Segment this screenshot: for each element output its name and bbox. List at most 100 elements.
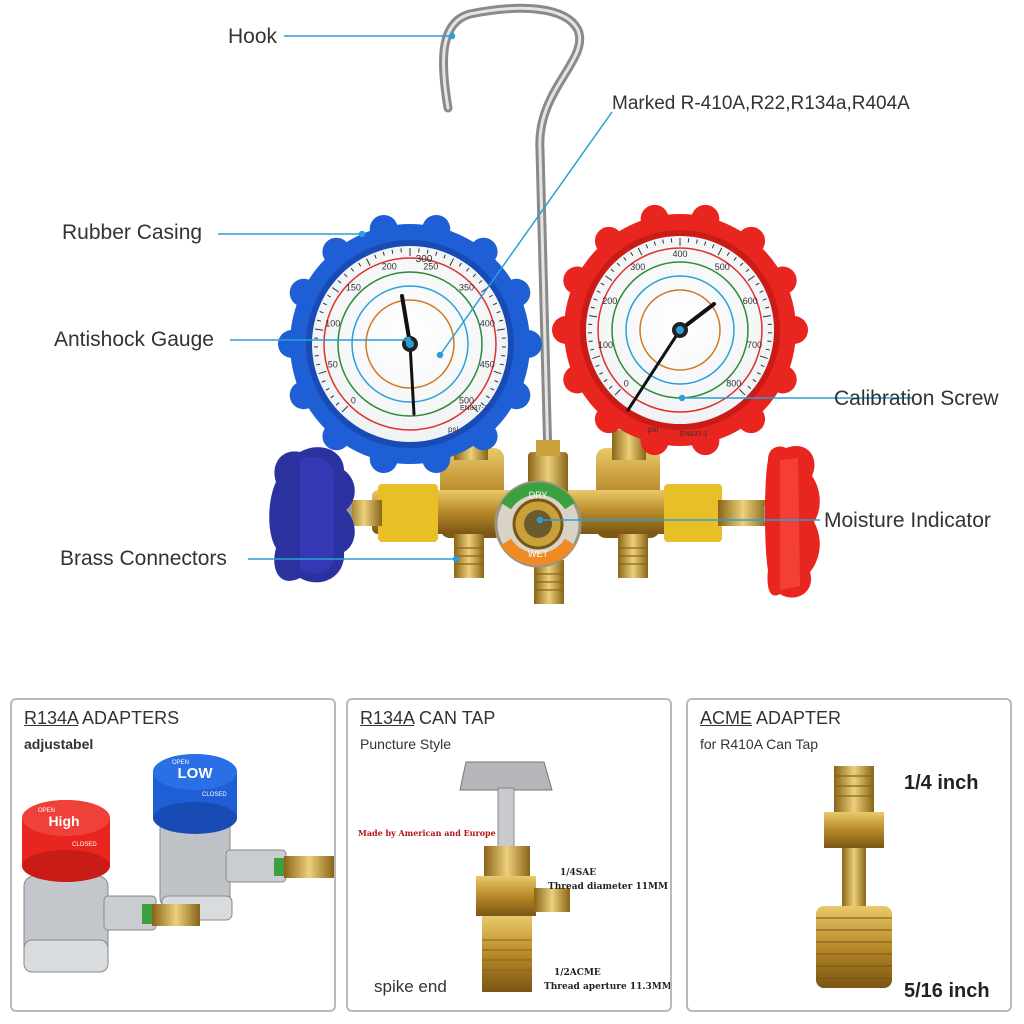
dial-tick	[760, 364, 765, 367]
dial-tick	[592, 355, 601, 359]
dial-tick	[488, 294, 493, 298]
dial-number: 0	[351, 396, 356, 406]
high-coupler-closed: CLOSED	[72, 842, 97, 848]
casing-bump	[691, 427, 720, 456]
dial-tick	[501, 355, 506, 357]
dial-tick	[762, 315, 771, 318]
dial-tick	[471, 405, 479, 413]
dial-tick	[322, 302, 327, 306]
dial-number: 500	[459, 396, 474, 406]
dial-tick	[465, 267, 470, 272]
casing-bump	[322, 422, 351, 451]
dial-tick	[472, 273, 477, 278]
callout-hook: Hook	[228, 25, 278, 48]
dial-tick	[610, 268, 615, 273]
dial-tick	[745, 268, 750, 273]
casing-bump	[737, 405, 766, 434]
dial-tick	[496, 328, 505, 331]
casing-bump	[768, 266, 797, 295]
low-coupler-closed: CLOSED	[202, 792, 227, 798]
acme-adapter-illustration	[816, 766, 892, 988]
dial-tick	[704, 241, 707, 246]
casing-bump	[502, 381, 531, 410]
dial-tick	[443, 254, 446, 259]
can-tap-made-by: Made by American and Europe	[358, 828, 496, 838]
dial-tick	[365, 258, 371, 266]
low-coupler-label: LOW	[178, 765, 214, 782]
can-tap-illustration	[459, 761, 570, 992]
dial-tick	[637, 247, 643, 256]
dial-tick	[630, 252, 634, 256]
dial-tick	[662, 239, 665, 244]
dial-tick	[756, 371, 761, 375]
casing-bump	[369, 214, 398, 243]
dial-tick	[374, 254, 377, 259]
dial-tick	[493, 370, 502, 375]
dial-number: 0	[624, 379, 629, 389]
dial-number: 600	[743, 296, 758, 306]
panel-can-tap-title: R134A CAN TAP	[360, 708, 496, 728]
dial-tick	[498, 319, 504, 322]
dial-tick	[321, 380, 326, 383]
dial-tick	[595, 364, 600, 367]
high-gauge-unit: psi	[648, 425, 658, 434]
dial-tick	[391, 249, 394, 254]
casing-bump	[422, 445, 451, 474]
callout-marked-refrigerants: Marked R-410A,R22,R134a,R404A	[612, 93, 910, 114]
dial-number: 200	[382, 262, 397, 272]
low-gauge-model: EN837-1	[460, 405, 488, 412]
panel-adapters-subtitle: adjustabel	[24, 736, 94, 752]
casing-bump	[563, 266, 592, 295]
dial-tick	[603, 379, 608, 383]
adapters-illustration: LOW OPEN CLOSED High OPEN CLOSED	[22, 754, 334, 973]
casing-bump	[563, 365, 592, 394]
moisture-indicator: DRY WET	[494, 480, 582, 568]
dial-tick	[478, 280, 483, 284]
dial-tick	[435, 251, 438, 256]
dial-tick	[494, 380, 499, 383]
callout-rubber-casing: Rubber Casing	[62, 221, 203, 244]
casing-bump	[369, 445, 398, 474]
can-tap-sae-size: 1/4SAE	[560, 868, 597, 878]
can-tap-acme-aperture: Thread aperture 11.3MM	[544, 982, 672, 992]
casing-bump	[514, 330, 542, 358]
dial-number: 50	[328, 360, 338, 370]
casing-bump	[691, 204, 720, 233]
dial-number: 800	[726, 379, 741, 389]
dial-number: 250	[423, 262, 438, 272]
dial-tick	[616, 262, 621, 267]
can-tap-acme-size: 1/2ACME	[554, 968, 601, 978]
dial-tick	[341, 405, 349, 413]
dial-tick	[717, 247, 723, 256]
callout-brass-connectors: Brass Connectors	[60, 547, 227, 570]
casing-bump	[322, 237, 351, 266]
dial-tick	[733, 256, 737, 261]
dial-tick	[480, 402, 485, 406]
casing-bump	[422, 214, 451, 243]
dial-tick	[493, 302, 498, 306]
dial-tick	[343, 273, 348, 278]
panel-acme-adapter: ACME ADAPTER for R410A Can Tap 1/4 inch …	[686, 698, 1012, 1012]
dial-tick	[318, 370, 327, 375]
dial-tick	[614, 389, 621, 396]
casing-bump	[737, 226, 766, 255]
dial-tick	[653, 241, 656, 246]
panel-adapters-title: R134A ADAPTERS	[24, 708, 180, 728]
dial-tick	[590, 348, 595, 351]
panel-acme-subtitle: for R410A Can Tap	[700, 736, 819, 752]
dial-tick	[765, 306, 770, 309]
dial-tick	[325, 387, 330, 391]
dial-tick	[599, 371, 604, 375]
dial-number: 700	[747, 340, 762, 350]
dial-tick	[759, 355, 768, 359]
panel-r134a-adapters: R134A ADAPTERS adjustabel LOW OPEN CLOSE…	[10, 698, 336, 1012]
dial-tick	[645, 244, 649, 249]
acme-size-top: 1/4 inch	[904, 772, 979, 794]
dial-tick	[426, 249, 429, 254]
dial-tick	[752, 379, 757, 383]
callout-calibration-screw: Calibration Screw	[834, 387, 999, 410]
callout-moisture-indicator: Moisture Indicator	[824, 509, 991, 532]
dial-number: 400	[672, 249, 687, 259]
